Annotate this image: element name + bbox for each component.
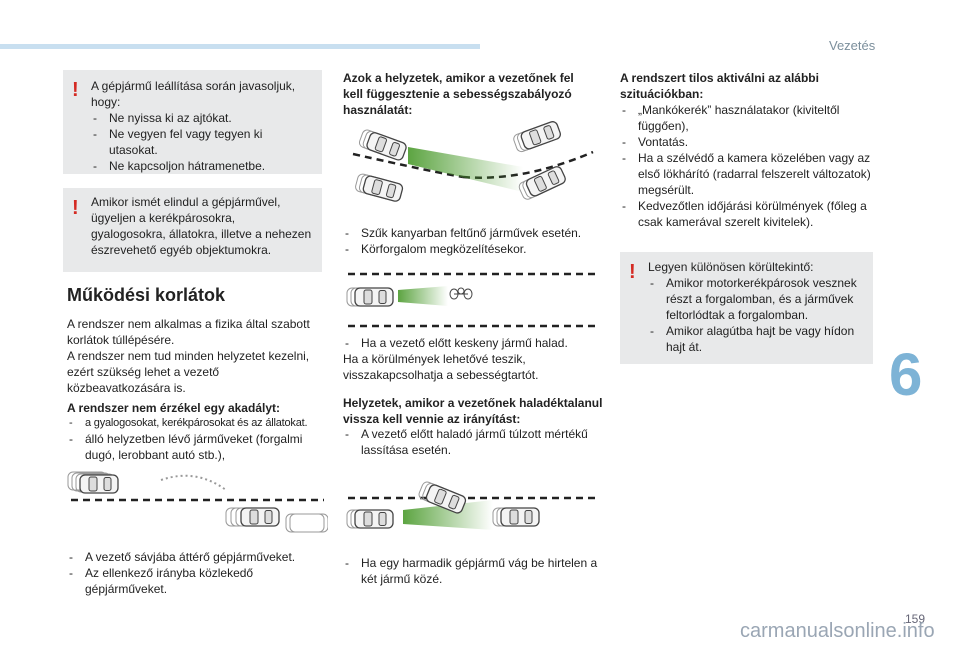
list-item: A vezető előtt haladó jármű túlzott mért… [343,426,603,458]
list-item: Amikor alagútba hajt be vagy hídon hajt … [648,323,863,355]
heading-takeover: Helyzetek, amikor a vezetőnek haladéktal… [343,396,603,426]
heading-forbidden: A rendszert tilos aktiválni az alábbi sz… [620,71,819,101]
list-item: Körforgalom megközelítésekor. [343,241,603,257]
list-item: Amikor motorkerékpárosok vesznek részt a… [648,275,863,323]
list-item: Szűk kanyarban feltűnő járművek esetén. [343,225,603,241]
heading-suspend: Azok a helyzetek, amikor a vezetőnek fel… [343,71,574,117]
list-item: Ne kapcsoljon hátramenetbe. [91,158,312,174]
illustration-curve [352,119,594,203]
warning-note-stopping: ! A gépjármű leállítása során javasoljuk… [63,70,322,174]
paragraph: A rendszer nem alkalmas a fizika által s… [67,316,325,396]
narrow-vehicle-text: Ha a vezető előtt keskeny jármű halad. H… [343,335,603,383]
warning-icon: ! [72,79,79,101]
list-item: Kedvezőtlen időjárási körülmények (főleg… [620,198,876,230]
list-item: Ne vegyen fel vagy tegyen ki utasokat. [91,126,312,158]
paragraph-intervention: A rendszer nem tud minden helyzetet keze… [67,349,310,395]
chapter-number: 6 [889,341,923,408]
illustration-lane-change [67,471,328,533]
warning-icon: ! [629,261,636,283]
section-heading: Működési korlátok [67,285,226,305]
list-not-detected: a gyalogosokat, kerékpárosokat és az áll… [67,415,329,463]
list-takeover: A vezető előtt haladó jármű túlzott mért… [343,426,603,458]
paragraph-resume: Ha a körülmények lehetővé teszik, vissza… [343,352,539,382]
list-item: Az ellenkező irányba közlekedő gépjárműv… [67,565,327,597]
list-item: Ha egy harmadik gépjármű vág be hirtelen… [343,555,605,587]
list-cut-in: Ha egy harmadik gépjármű vág be hirtelen… [343,555,605,587]
note-intro: Legyen különösen körültekintő: [648,260,814,274]
page-number: 159 [905,612,926,626]
list-item: „Mankókerék” használatakor (kiviteltől f… [620,102,876,134]
header-bar [0,44,480,49]
list-oncoming: A vezető sávjába áttérő gépjárműveket. A… [67,549,327,597]
list-item: Ne nyissa ki az ajtókat. [91,110,312,126]
note-text: Amikor ismét elindul a gépjárművel, ügye… [91,195,312,257]
illustration-cut-in [346,480,598,530]
illustration-narrow-vehicle [346,272,598,328]
list-item: Ha a vezető előtt keskeny jármű halad. [343,335,603,351]
note-list: Amikor motorkerékpárosok vesznek részt a… [648,275,863,355]
note-intro: A gépjármű leállítása során javasoljuk, … [91,79,296,109]
list-item: álló helyzetben lévő járműveket (forgalm… [67,431,329,463]
list-item: Ha a szélvédő a kamera közelében vagy az… [620,150,876,198]
caution-note: ! Legyen különösen körültekintő: Amikor … [620,252,873,364]
list-narrow: Ha a vezető előtt keskeny jármű halad. [343,335,603,351]
section-title: Vezetés [829,38,876,53]
warning-icon: ! [72,197,79,219]
subheading: A rendszer nem érzékel egy akadályt: [67,401,280,415]
watermark: carmanualsonline.info [740,620,935,642]
list-forbidden: „Mankókerék” használatakor (kiviteltől f… [620,102,876,230]
warning-note-restart: ! Amikor ismét elindul a gépjárművel, üg… [63,188,322,272]
list-item: a gyalogosokat, kerékpárosokat és az áll… [67,415,329,431]
list-item: Vontatás. [620,134,876,150]
note-list: Ne nyissa ki az ajtókat. Ne vegyen fel v… [91,110,312,174]
list-suspend: Szűk kanyarban feltűnő járművek esetén. … [343,225,603,257]
list-item: A vezető sávjába áttérő gépjárműveket. [67,549,327,565]
paragraph-limits: A rendszer nem alkalmas a fizika által s… [67,317,310,347]
